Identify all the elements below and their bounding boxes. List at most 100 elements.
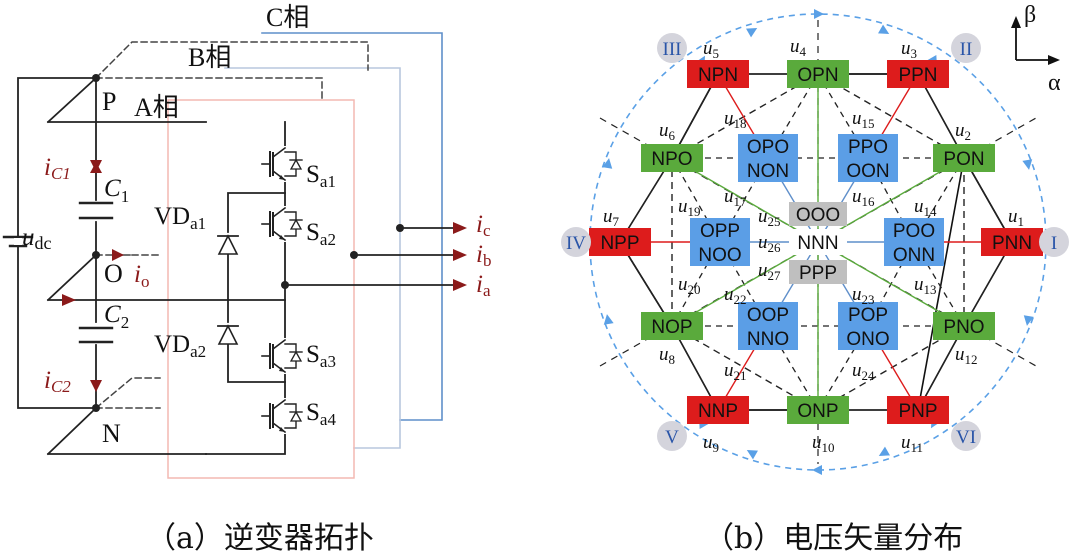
small-u-label-21: u21 [724,360,747,383]
igbt-sa4 [261,398,303,434]
phase-c-label: C相 [266,3,309,32]
phase-b-label: B相 [188,43,231,72]
svg-text:NOP: NOP [651,317,692,338]
zero-vector-nnn: NNN [789,229,847,255]
small-u-label-24: u24 [852,360,875,383]
small-u-label-18: u18 [724,108,747,131]
svg-text:PPP: PPP [799,263,837,284]
igbt-sa3 [261,338,303,374]
ic2-arrow [90,380,102,392]
svg-text:POO: POO [893,221,935,242]
n-dashed-bus [94,377,161,410]
svg-text:PON: PON [943,149,984,170]
sa4-label: Sa4 [306,399,336,429]
svg-text:II: II [960,39,973,60]
medium-u-label-6: u6 [659,120,676,143]
sa1-label: Sa1 [306,161,336,191]
svg-text:V: V [665,427,679,448]
sa2-label: Sa2 [306,219,336,249]
small-vector-ono: ONO [838,326,898,350]
medium-u-label-12: u12 [955,344,978,367]
sector-badge-iv: IV [561,227,591,257]
small-vector-oon: OON [838,158,898,182]
phase-c-dashed-bus [94,41,369,80]
axis-alpha-label: α [1048,70,1061,96]
small-u-label-13: u13 [914,274,937,297]
small-vector-noo: NOO [690,242,750,266]
svg-text:IV: IV [566,233,586,254]
svg-text:NNN: NNN [797,233,838,254]
zero-vector-ooo: OOO [789,202,847,226]
small-u-label-23: u23 [852,284,875,307]
zero-vector-ppp: PPP [789,260,847,284]
svg-text:III: III [663,39,682,60]
large-vector-pnn: PNN [981,228,1043,256]
phase-a-frame [167,99,355,479]
small-vector-ppo: PPO [838,134,898,158]
large-u-label-1: u1 [1008,206,1024,229]
small-u-label-19: u19 [678,196,701,219]
svg-text:NNO: NNO [747,329,789,350]
medium-vector-pno: PNO [933,312,995,340]
sector-badge-ii: II [951,33,981,63]
svg-text:PPO: PPO [848,137,888,158]
io-label: io [134,261,149,291]
svg-text:POP: POP [848,305,888,326]
medium-vector-npo: NPO [641,144,703,172]
zero-u-label-25: u25 [758,206,781,229]
clamp-diode-vd1 [217,234,239,255]
sector-badge-v: V [657,421,687,451]
clamp-diode-vd2 [217,324,239,345]
svg-text:PNN: PNN [992,233,1032,254]
io-arrow [112,249,124,261]
small-vector-non: NON [738,158,798,182]
node-n-label: N [102,419,121,448]
large-vector-pnp: PNP [887,396,949,424]
sa3-label: Sa3 [306,341,336,371]
medium-u-label-10: u10 [812,432,835,455]
out-c-label: ic [476,211,491,240]
p-bus [46,76,207,124]
ic2-label: iC2 [44,367,71,396]
zero-u-label-27: u27 [758,260,781,283]
medium-vector-pon: PON [933,144,995,172]
small-u-label-14: u14 [914,196,937,219]
medium-u-label-8: u8 [659,344,675,367]
caption-a: （a）逆变器拓扑 [146,521,374,556]
small-u-label-20: u20 [678,274,701,297]
axis-beta-label: β [1024,2,1036,28]
small-vector-nno: NNO [738,326,798,350]
svg-text:OPP: OPP [700,221,740,242]
small-u-label-22: u22 [724,284,747,307]
clamp-branch [227,192,286,383]
o-bus [46,253,286,302]
svg-text:OPO: OPO [747,137,789,158]
svg-text:OOP: OOP [747,305,789,326]
caption-b: （b）电压矢量分布 [704,521,963,556]
svg-text:OOO: OOO [796,205,840,226]
a-leg-main [205,179,286,455]
svg-text:NPP: NPP [600,233,639,254]
svg-text:I: I [1051,233,1057,254]
small-u-label-16: u16 [852,186,875,209]
svg-text:VI: VI [956,427,976,448]
vd1-label: VDa1 [154,203,206,233]
svg-text:OPN: OPN [797,65,838,86]
small-vector-pop: POP [838,302,898,326]
out-a-label: ia [476,271,491,300]
svg-text:NPN: NPN [698,65,738,86]
phase-b-frame [224,67,401,449]
large-u-label-11: u11 [901,432,923,455]
igbt-sa1 [261,146,303,182]
inverter-topology [2,32,467,479]
svg-text:ONP: ONP [797,401,838,422]
ic1-arrow [90,160,102,172]
large-u-label-3: u3 [901,38,917,61]
vd2-label: VDa2 [154,331,206,361]
zero-u-label-26: u26 [758,232,781,255]
small-vector-opp: OPP [690,218,750,242]
svg-text:NPO: NPO [651,149,692,170]
c1-label: C1 [104,175,129,206]
small-vector-opo: OPO [738,134,798,158]
ic1-label: iC1 [44,154,71,183]
